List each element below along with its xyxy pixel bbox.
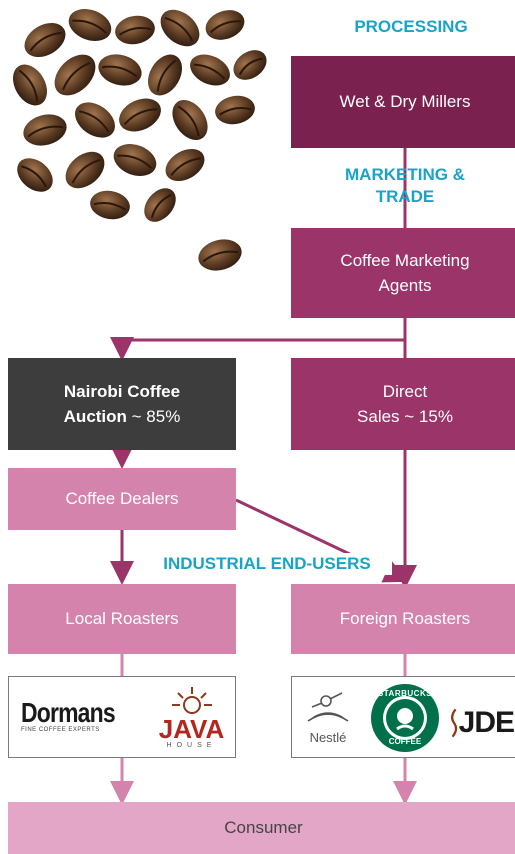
node-coffee-marketing-agents: Coffee Marketing Agents [291, 228, 515, 318]
dormans-logo: Dormans FINE COFFEE EXPERTS [21, 697, 133, 733]
starbucks-siren-icon [371, 684, 439, 752]
node-coffee-dealers: Coffee Dealers [8, 468, 236, 530]
nestle-logo: Nestlé [298, 691, 358, 745]
node-coffee-dealers-label: Coffee Dealers [65, 489, 179, 509]
node-local-roasters: Local Roasters [8, 584, 236, 654]
jde-steam-icon [451, 708, 458, 738]
node-nairobi-coffee-auction: Nairobi Coffee Auction ~ 85% [8, 358, 236, 450]
foreign-brands-logos: Nestlé STARBUCKS COFFEE JDE [291, 676, 515, 758]
java-subtitle: HOUSE [166, 742, 217, 749]
node-wet-dry-millers: Wet & Dry Millers [291, 56, 515, 148]
coffee-beans-image [12, 9, 267, 271]
stage-marketing-trade: MARKETING & TRADE [345, 165, 465, 207]
node-wet-dry-millers-label: Wet & Dry Millers [339, 92, 471, 112]
java-house-sun-icon [171, 687, 212, 714]
nestle-nest-icon [307, 692, 349, 722]
node-direct-sales: Direct Sales ~ 15% [291, 358, 515, 450]
node-coffee-marketing-agents-label: Coffee Marketing Agents [340, 250, 470, 296]
node-foreign-roasters: Foreign Roasters [291, 584, 515, 654]
node-consumer-label: Consumer [224, 818, 303, 838]
starbucks-wordmark-top: STARBUCKS [377, 689, 433, 698]
dormans-wordmark: Dormans [21, 697, 116, 728]
stage-industrial-end-users: INDUSTRIAL END-USERS [142, 553, 392, 576]
java-house-logo: JAVA HOUSE [154, 685, 229, 749]
node-foreign-roasters-label: Foreign Roasters [339, 609, 471, 629]
node-auction-share: ~ 85% [126, 407, 181, 426]
node-direct-sales-label: Direct Sales ~ 15% [357, 381, 453, 427]
nestle-wordmark: Nestlé [309, 730, 347, 745]
stage-processing: PROCESSING [354, 17, 468, 36]
jde-wordmark: JDE [458, 706, 515, 739]
jde-logo: JDE [448, 703, 515, 743]
connector-to-auction [110, 337, 405, 361]
node-auction-name: Nairobi Coffee Auction [63, 381, 181, 427]
java-wordmark: JAVA [158, 714, 225, 744]
node-auction-text: Nairobi Coffee Auction ~ 85% [64, 379, 181, 430]
node-consumer: Consumer [8, 802, 515, 854]
local-brands-logos: Dormans FINE COFFEE EXPERTS JAVA HOUSE [8, 676, 236, 758]
dormans-tagline: FINE COFFEE EXPERTS [21, 727, 100, 733]
starbucks-logo: STARBUCKS COFFEE [370, 683, 440, 753]
starbucks-wordmark-bottom: COFFEE [388, 737, 422, 746]
node-local-roasters-label: Local Roasters [65, 609, 179, 629]
